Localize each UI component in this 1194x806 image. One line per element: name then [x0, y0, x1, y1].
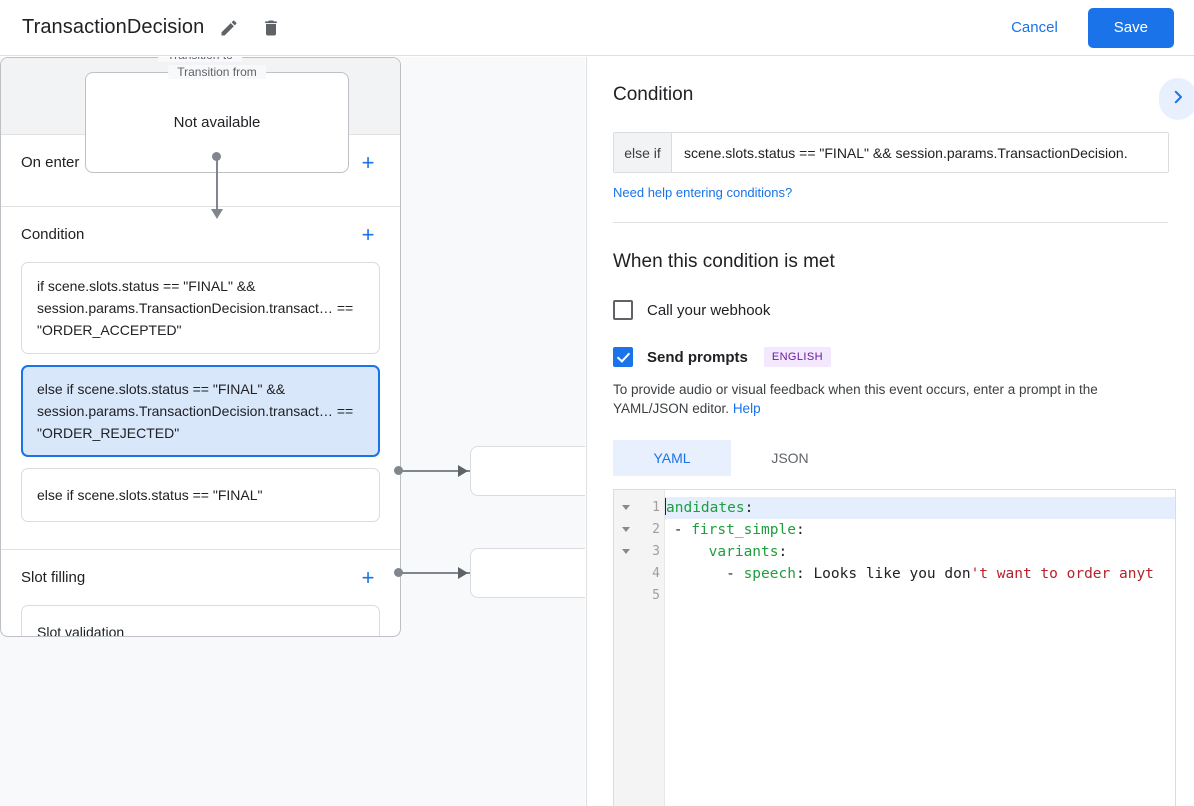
transition-from-legend: Transition from [168, 65, 266, 79]
fold-triangle-icon[interactable] [622, 527, 630, 532]
connector-line-edge-2 [398, 572, 470, 574]
send-prompts-row[interactable]: Send prompts ENGLISH [613, 347, 1168, 367]
trash-icon [261, 18, 281, 38]
page-title: TransactionDecision [22, 16, 205, 38]
cancel-button[interactable]: Cancel [995, 10, 1074, 45]
condition-prefix-label: else if [614, 133, 672, 172]
editor-line-number: 5 [652, 588, 660, 603]
code-token: speech [743, 566, 796, 582]
editor-code-line: - speech: Looks like you don't want to o… [665, 563, 1175, 585]
target-node-1[interactable] [470, 446, 585, 496]
transition-to-legend: Transition to [158, 57, 242, 62]
editor-code-line: andidates: [665, 497, 1175, 519]
fold-triangle-icon[interactable] [622, 549, 630, 554]
call-webhook-label: Call your webhook [647, 301, 771, 319]
pencil-icon [219, 18, 239, 38]
condition-detail-pane: Condition else if scene.slots.status == … [586, 57, 1194, 806]
add-on-enter-button[interactable]: + [361, 149, 375, 175]
condition-list-item[interactable]: else if scene.slots.status == "FINAL" [21, 468, 380, 522]
connector-line-vertical [216, 157, 218, 212]
editor-code-line: variants: [665, 541, 1175, 563]
editor-code-area[interactable]: andidates: - first_simple: variants: - s… [665, 490, 1175, 806]
tab-json[interactable]: JSON [771, 450, 809, 466]
help-link[interactable]: Help [732, 401, 761, 416]
language-badge: ENGLISH [763, 347, 831, 367]
connector-arrow-edge-1 [458, 465, 468, 477]
connector-dot-from [212, 152, 221, 161]
section-header-slot-filling: Slot filling + [21, 550, 380, 605]
code-token: : [744, 500, 754, 516]
code-token: : [778, 544, 788, 560]
section-header-condition: Condition + [21, 207, 380, 262]
chevron-right-icon [1169, 88, 1187, 111]
edit-name-button[interactable] [212, 11, 246, 45]
prompts-hint-text: To provide audio or visual feedback when… [613, 382, 1098, 416]
code-token: variants [708, 544, 779, 560]
when-condition-met-heading: When this condition is met [613, 251, 835, 272]
code-token: 't want to order anyt [970, 566, 1154, 582]
tab-yaml[interactable]: YAML [613, 440, 731, 476]
add-condition-button[interactable]: + [361, 221, 375, 247]
section-on-enter: On enter + [1, 135, 400, 207]
condition-list-item[interactable]: if scene.slots.status == "FINAL" && sess… [21, 262, 380, 354]
condition-list-item[interactable]: else if scene.slots.status == "FINAL" &&… [21, 365, 380, 457]
top-bar: TransactionDecision Cancel Save [0, 0, 1194, 56]
detail-header: Condition [613, 57, 1168, 132]
fold-triangle-icon[interactable] [622, 505, 630, 510]
code-token: : [795, 522, 805, 538]
section-title-slot-filling: Slot filling [21, 569, 86, 586]
section-divider [613, 222, 1168, 223]
scene-graph-pane: Transition from Not available Transition… [0, 57, 585, 806]
delete-button[interactable] [254, 11, 288, 45]
code-token: - [665, 522, 692, 538]
text-caret [665, 498, 666, 515]
editor-code-line [665, 585, 1175, 607]
section-header-on-enter: On enter + [21, 135, 380, 190]
editor-format-tabs: YAML JSON [613, 440, 1168, 476]
code-token: andidates [666, 500, 745, 516]
section-condition: Condition + if scene.slots.status == "FI… [1, 207, 400, 550]
prompts-hint: To provide audio or visual feedback when… [613, 380, 1168, 418]
connector-line-edge-1 [398, 470, 470, 472]
section-title-on-enter: On enter [21, 154, 80, 171]
code-token [665, 544, 709, 560]
transition-from-value: Not available [173, 114, 261, 131]
webhook-row[interactable]: Call your webhook [613, 300, 1168, 320]
send-prompts-checkbox[interactable] [613, 347, 633, 367]
section-slot-filling: Slot filling + Slot validation [1, 550, 400, 636]
expand-panel-button[interactable] [1159, 78, 1194, 120]
detail-heading: Condition [613, 83, 694, 105]
code-token: - [665, 566, 744, 582]
topbar-actions: Cancel Save [995, 7, 1194, 48]
connector-arrow-edge-2 [458, 567, 468, 579]
save-button[interactable]: Save [1087, 7, 1174, 48]
editor-code-line: - first_simple: [665, 519, 1175, 541]
editor-line-number: 1 [614, 497, 664, 519]
condition-input-row[interactable]: else if scene.slots.status == "FINAL" &&… [613, 132, 1169, 173]
need-help-conditions-link[interactable]: Need help entering conditions? [613, 185, 793, 200]
section-title-condition: Condition [21, 226, 85, 243]
slot-validation-item[interactable]: Slot validation [21, 605, 380, 636]
code-token: first_simple [691, 522, 796, 538]
add-slot-filling-button[interactable]: + [361, 564, 375, 590]
connector-arrow-down [211, 209, 223, 219]
editor-line-number: 3 [614, 541, 664, 563]
code-token: Looks like you don [813, 566, 971, 582]
editor-line-number: 2 [614, 519, 664, 541]
condition-section: Condition else if scene.slots.status == … [587, 57, 1194, 223]
call-webhook-checkbox[interactable] [613, 300, 633, 320]
when-condition-met-section: When this condition is met Call your web… [587, 251, 1194, 806]
send-prompts-label: Send prompts [647, 348, 748, 366]
code-token: : [795, 566, 814, 582]
target-node-2[interactable] [470, 548, 585, 598]
condition-expression-input[interactable]: scene.slots.status == "FINAL" && session… [672, 133, 1168, 172]
editor-line-number: 4 [652, 566, 660, 581]
